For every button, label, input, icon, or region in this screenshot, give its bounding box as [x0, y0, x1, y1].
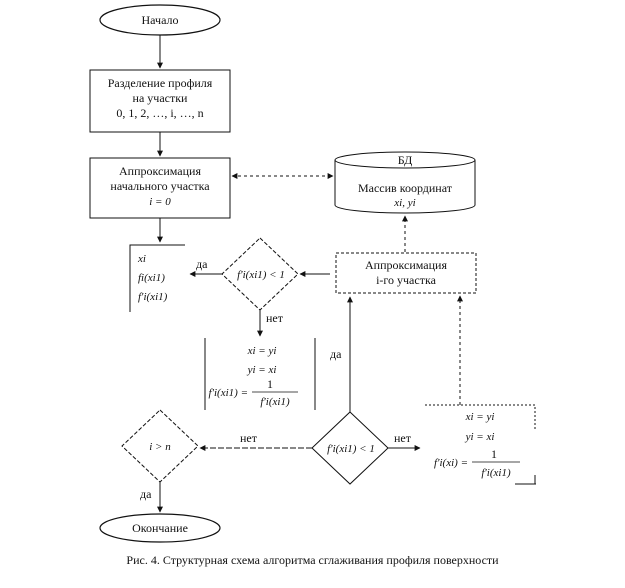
approx-first-line3: i = 0	[149, 196, 171, 208]
split-process: Разделение профиля на участки 0, 1, 2, ……	[89, 69, 231, 133]
label-no-2: нет	[394, 431, 412, 445]
approx-first-line2: начального участка	[110, 179, 210, 193]
assign-c-denominator: f′i(xi1)	[481, 467, 511, 479]
assign-box-c: xi = yi yi = xi f′i(xi) = 1 f′i(xi1)	[425, 404, 536, 485]
label-no-3: нет	[240, 431, 258, 445]
split-line1: Разделение профиля	[108, 76, 213, 90]
end-terminal: Окончание	[99, 513, 221, 543]
assign-c-line3: f′i(xi) =	[434, 457, 468, 469]
figure-caption: Рис. 4. Структурная схема алгоритма сгла…	[126, 553, 499, 567]
assign-box-a: xi fi(xi1) f′i(xi1)	[129, 244, 185, 312]
approx-i-process: Аппроксимация i-го участка	[335, 252, 477, 294]
assign-b-numerator: 1	[267, 377, 273, 391]
assign-box-b: xi = yi yi = xi f′i(xi1) = 1 f′i(xi1)	[204, 338, 316, 410]
decision-end: i > n	[121, 409, 199, 483]
decision-2-label: f′i(xi1) < 1	[327, 443, 375, 455]
assign-b-denominator: f′i(xi1)	[260, 396, 290, 408]
approx-i-line2: i-го участка	[376, 273, 437, 287]
label-yes-1: да	[196, 257, 208, 271]
assign-b-line2: yi = xi	[247, 364, 277, 376]
decision-1: f′i(xi1) < 1	[221, 237, 299, 311]
decision-2: f′i(xi1) < 1	[311, 411, 389, 485]
assign-a-line1: xi	[137, 253, 146, 265]
db-line1: Массив координат	[358, 181, 453, 195]
database-store: БД Массив координат xi, yi	[334, 151, 476, 214]
assign-b-line3: f′i(xi1) =	[209, 387, 248, 399]
label-no-1: нет	[266, 311, 284, 325]
db-line2: xi, yi	[393, 197, 415, 209]
assign-a-line3: f′i(xi1)	[138, 291, 168, 303]
assign-c-numerator: 1	[491, 447, 497, 461]
decision-end-label: i > n	[149, 441, 171, 453]
assign-b-line1: xi = yi	[247, 345, 277, 357]
db-title: БД	[398, 153, 413, 167]
assign-c-line2: yi = xi	[465, 431, 495, 443]
assign-a-line2: fi(xi1)	[138, 272, 165, 284]
assign-c-line1: xi = yi	[465, 411, 495, 423]
start-label: Начало	[142, 13, 179, 27]
approx-i-line1: Аппроксимация	[365, 258, 447, 272]
end-label: Окончание	[132, 521, 188, 535]
label-yes-3: да	[140, 487, 152, 501]
approx-first-line1: Аппроксимация	[119, 164, 201, 178]
label-yes-2: да	[330, 347, 342, 361]
decision-1-label: f′i(xi1) < 1	[237, 269, 285, 281]
start-terminal: Начало	[99, 4, 221, 36]
split-line2: на участки	[133, 91, 189, 105]
approx-first-process: Аппроксимация начального участка i = 0	[89, 157, 231, 219]
split-line3: 0, 1, 2, …, i, …, n	[116, 106, 203, 120]
